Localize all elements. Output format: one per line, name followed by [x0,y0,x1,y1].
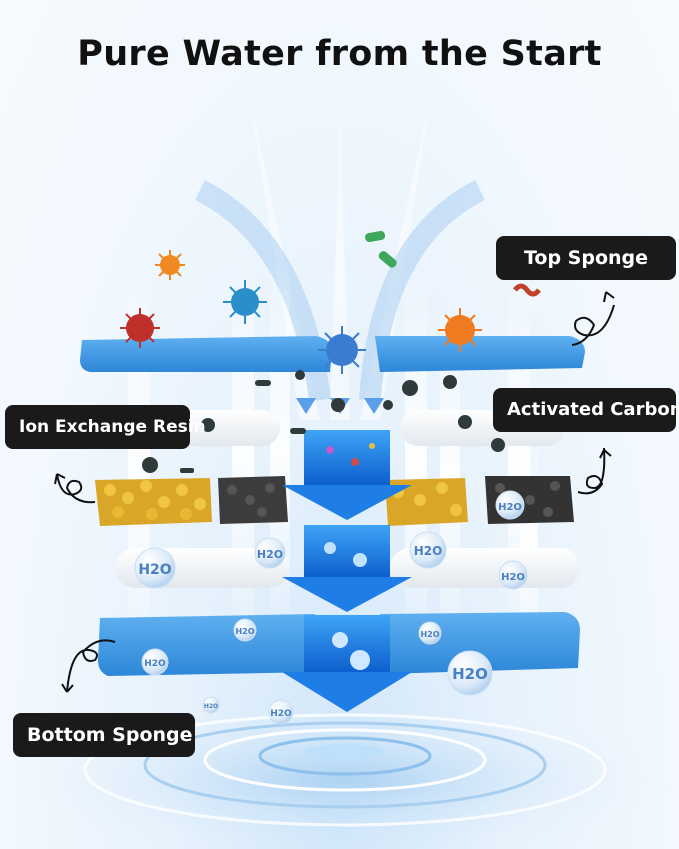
svg-text:H2O: H2O [138,562,171,578]
virus-icon [223,280,267,324]
ion-exchange-resin-label: Ion Exchange Resin [5,405,206,449]
svg-text:H2O: H2O [144,659,166,669]
h2o-bubble-icon: H2O [268,699,294,725]
svg-text:H2O: H2O [414,544,443,558]
h2o-bubble-icon: H2O [447,650,493,696]
down-arrow-icon [282,430,412,712]
h2o-bubble-icon: H2O [254,537,286,569]
svg-text:H2O: H2O [420,630,439,639]
virus-icon [438,308,482,352]
bottom-sponge-label: Bottom Sponge [13,713,195,757]
svg-text:H2O: H2O [501,572,525,583]
h2o-bubble-icon: H2O [495,490,525,520]
svg-text:H2O: H2O [235,627,254,636]
h2o-bubble-icon: H2O [498,560,528,590]
top-sponge-label: Top Sponge [496,236,676,280]
svg-text:H2O: H2O [257,548,283,561]
ion-exchange-resin-layer [95,478,468,526]
svg-text:H2O: H2O [270,709,292,719]
h2o-bubble-icon: H2O [134,547,176,589]
virus-icon [120,308,160,348]
svg-text:H2O: H2O [452,665,488,683]
h2o-bubble-icon: H2O [202,696,220,714]
curved-arrow-icon [54,473,96,504]
curved-arrow-icon [571,291,615,346]
svg-text:H2O: H2O [498,502,522,513]
h2o-bubble-icon: H2O [141,648,169,676]
h2o-bubble-icon: H2O [409,531,447,569]
top-sponge-layer [80,336,585,372]
h2o-bubble-icon: H2O [418,621,442,645]
dark-particles [142,370,505,473]
h2o-bubble-icon: H2O [233,618,257,642]
svg-text:H2O: H2O [204,703,218,710]
curved-arrow-icon [577,447,612,495]
bacteria-icon [365,230,541,297]
virus-icon [155,250,185,280]
curved-arrow-icon [61,639,116,693]
activated-carbon-label: Activated Carbon [493,388,679,432]
virus-icon [318,326,366,374]
page-title: Pure Water from the Start [77,34,602,74]
